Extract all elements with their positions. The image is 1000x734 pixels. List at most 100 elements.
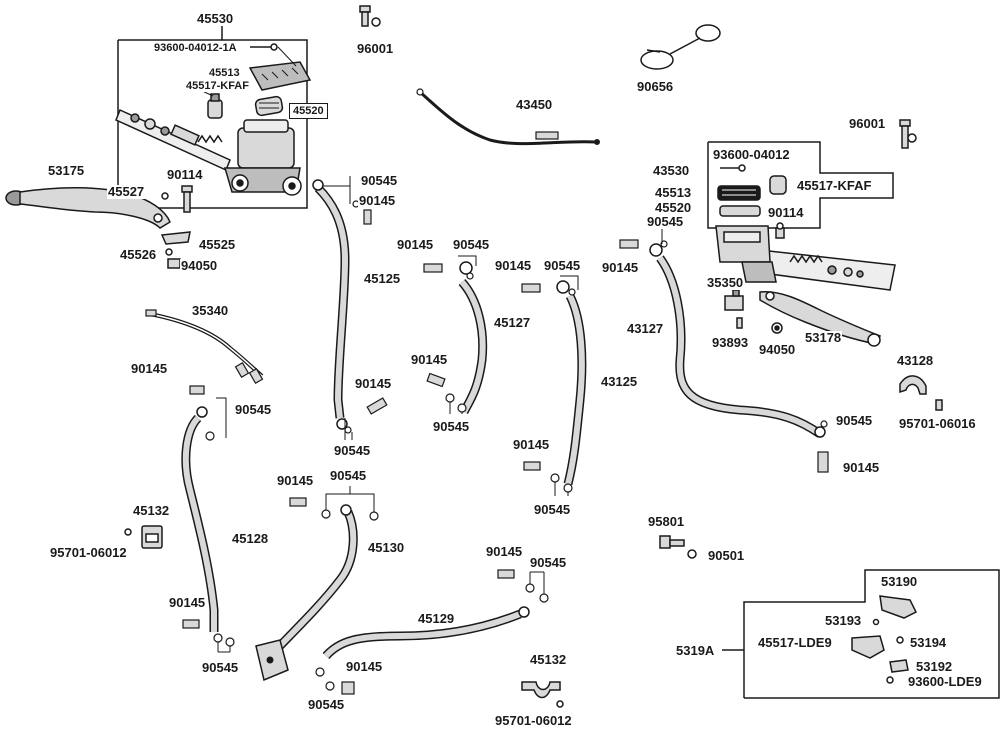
label-90545-k: 90545 — [329, 468, 368, 483]
label-53175: 53175 — [47, 163, 86, 178]
label-45129: 45129 — [417, 611, 456, 626]
clamp-90656 — [640, 24, 721, 70]
right-lever-53178 — [724, 289, 882, 347]
label-45132-b: 45132 — [529, 652, 568, 667]
bolt-95801 — [659, 535, 697, 559]
label-5319a: 5319A — [675, 643, 716, 658]
label-90545-a: 90545 — [360, 173, 399, 188]
clip-45132-a — [124, 525, 163, 549]
label-95701-06016: 95701-06016 — [898, 416, 977, 431]
leader-lines-45129 — [529, 571, 545, 594]
hose-45125 — [312, 179, 388, 434]
hose-45129 — [315, 569, 549, 695]
label-95701-06012-a: 95701-06012 — [49, 545, 128, 560]
label-45527: 45527 — [107, 184, 146, 199]
label-53193: 53193 — [824, 613, 863, 628]
leader-lines-45125 — [322, 176, 353, 440]
label-45513-b: 45513 — [654, 185, 693, 200]
leader-lines-45127 — [449, 255, 477, 414]
label-45517-kfaf-a: 45517-KFAF — [185, 80, 250, 92]
label-90656: 90656 — [636, 79, 675, 94]
label-35340: 35340 — [191, 303, 230, 318]
label-90145-d: 90145 — [410, 352, 449, 367]
label-53194: 53194 — [909, 635, 948, 650]
label-90545-g: 90545 — [646, 214, 685, 229]
left-master-cylinder — [115, 43, 312, 196]
label-90145-j: 90145 — [168, 595, 207, 610]
label-90545-f: 90545 — [533, 502, 572, 517]
hose-43125 — [521, 280, 587, 493]
leader-lines-45130 — [325, 486, 375, 512]
label-90545-l: 90545 — [307, 697, 346, 712]
label-90545-h: 90545 — [835, 413, 874, 428]
label-95801: 95801 — [647, 514, 686, 529]
label-94050-b: 94050 — [758, 342, 797, 357]
hose-43127 — [619, 239, 829, 473]
label-45130: 45130 — [367, 540, 406, 555]
label-45517-lde9: 45517-LDE9 — [757, 635, 833, 650]
label-90145-f: 90145 — [512, 437, 551, 452]
label-45132-a: 45132 — [132, 503, 171, 518]
label-45520-a: 45520 — [289, 103, 328, 119]
label-90114-a: 90114 — [166, 167, 204, 182]
hose-45127 — [423, 261, 488, 415]
label-94050-a: 94050 — [180, 258, 219, 273]
label-90145-l: 90145 — [345, 659, 384, 674]
label-96001-a: 96001 — [356, 41, 395, 56]
bracket-43128 — [899, 375, 943, 411]
label-90145-m: 90145 — [485, 544, 524, 559]
label-45128: 45128 — [231, 531, 270, 546]
label-53192: 53192 — [915, 659, 954, 674]
label-53178: 53178 — [804, 330, 843, 345]
label-43128: 43128 — [896, 353, 935, 368]
label-45525: 45525 — [198, 237, 237, 252]
label-93893: 93893 — [711, 335, 750, 350]
label-45526: 45526 — [119, 247, 158, 262]
label-35350: 35350 — [706, 275, 745, 290]
hose-45128 — [181, 385, 235, 647]
left-lever-53175 — [5, 185, 193, 269]
clip-45132-b — [521, 681, 564, 708]
label-90145-h: 90145 — [842, 460, 881, 475]
label-43530: 43530 — [652, 163, 691, 178]
label-45125: 45125 — [363, 271, 402, 286]
label-90545-e: 90545 — [543, 258, 582, 273]
assembly-5319a-parts — [851, 595, 918, 684]
label-90145-e: 90145 — [494, 258, 533, 273]
group-box-5319a — [722, 569, 1000, 699]
label-90545-m: 90545 — [529, 555, 568, 570]
label-45517-kfaf-b: 45517-KFAF — [796, 178, 873, 193]
right-master-cylinder — [715, 164, 896, 291]
label-90145-i: 90145 — [130, 361, 169, 376]
label-90545-c: 90545 — [452, 237, 491, 252]
leader-lines-45128 — [216, 397, 231, 653]
leader-lines-43125 — [554, 275, 579, 496]
label-53190: 53190 — [880, 574, 919, 589]
label-90145-b: 90145 — [354, 376, 393, 391]
label-90145-a: 90145 — [358, 193, 397, 208]
label-45127: 45127 — [493, 315, 532, 330]
bolt-96001-b — [899, 119, 917, 149]
hose-45130 — [255, 497, 379, 682]
label-90145-g: 90145 — [601, 260, 640, 275]
label-90545-b: 90545 — [333, 443, 372, 458]
label-43450: 43450 — [515, 97, 554, 112]
group-box-45530 — [117, 24, 308, 209]
label-90545-i: 90545 — [234, 402, 273, 417]
label-93600-04012: 93600-04012 — [712, 147, 791, 162]
label-43127: 43127 — [626, 321, 665, 336]
cable-43450 — [416, 88, 600, 146]
label-90145-k: 90145 — [276, 473, 315, 488]
label-95701-06012-b: 95701-06012 — [494, 713, 573, 728]
label-93600-04012-1a: 93600-04012-1A — [153, 42, 238, 54]
label-90545-j: 90545 — [201, 660, 240, 675]
label-90145-c: 90145 — [396, 237, 435, 252]
label-45513-a: 45513 — [208, 67, 241, 79]
label-43125: 43125 — [600, 374, 639, 389]
label-90501: 90501 — [707, 548, 746, 563]
label-90545-d: 90545 — [432, 419, 471, 434]
label-90114-b: 90114 — [767, 205, 805, 220]
label-96001-b: 96001 — [848, 116, 887, 131]
